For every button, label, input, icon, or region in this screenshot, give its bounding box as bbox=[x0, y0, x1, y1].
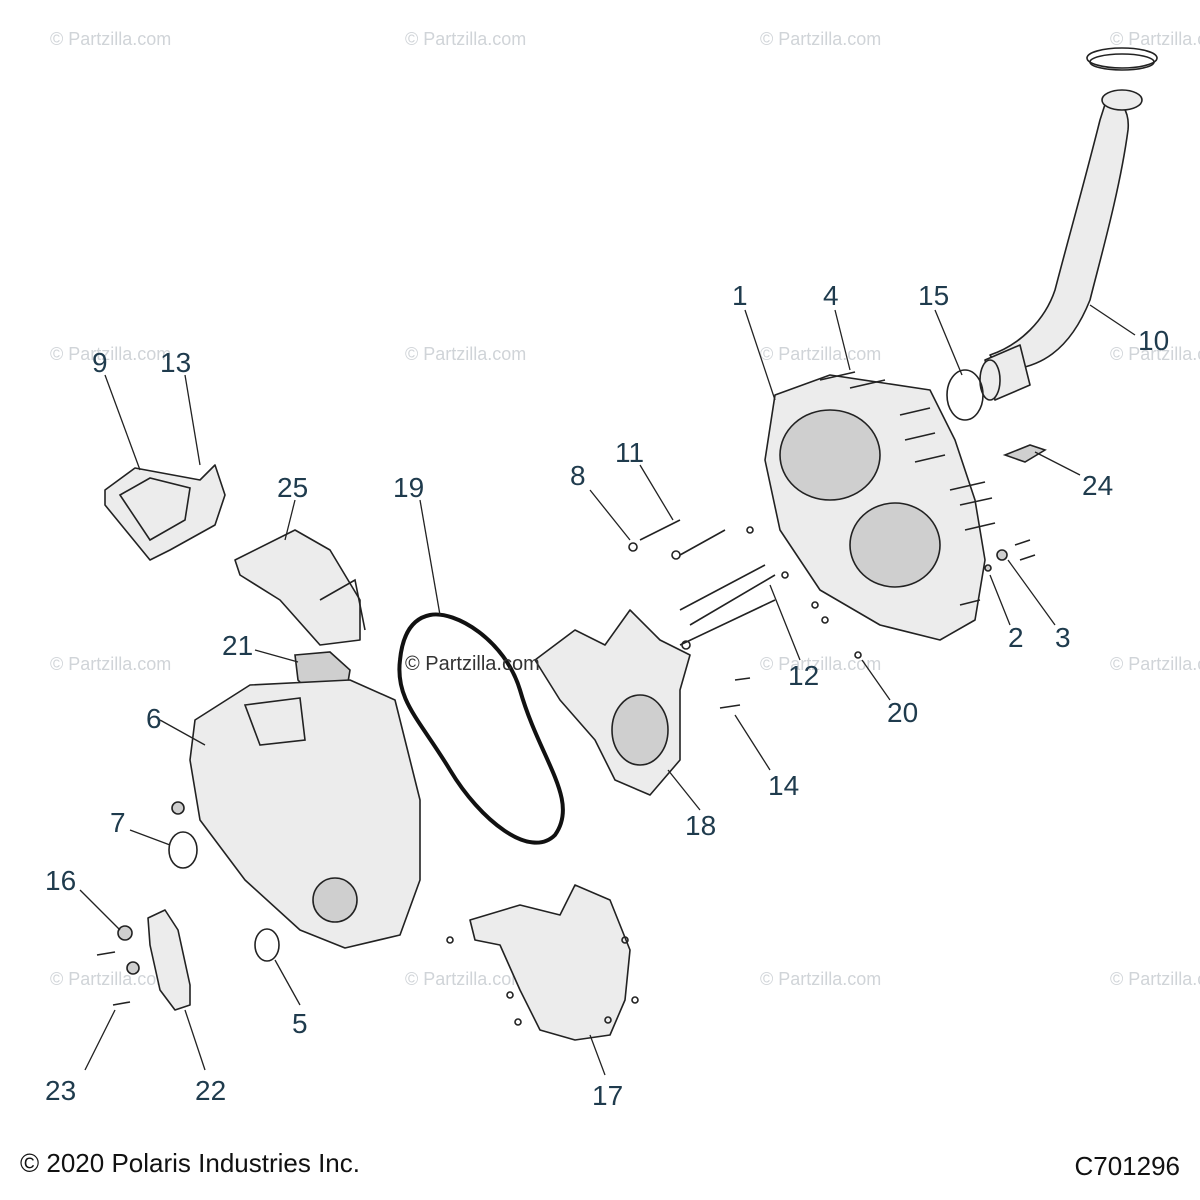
callout-4: 4 bbox=[823, 280, 839, 311]
watermark: © Partzilla.com bbox=[50, 344, 171, 364]
watermark: © Partzilla.com bbox=[1110, 654, 1200, 674]
callout-9: 9 bbox=[92, 347, 108, 378]
watermark: © Partzilla.com bbox=[405, 344, 526, 364]
watermark: © Partzilla.com bbox=[50, 654, 171, 674]
part-intake-duct bbox=[979, 47, 1158, 401]
callout-8: 8 bbox=[570, 460, 586, 491]
part-plug bbox=[171, 801, 185, 815]
watermark: © Partzilla.com bbox=[1110, 344, 1200, 364]
callout-12: 12 bbox=[788, 660, 819, 691]
callout-18: 18 bbox=[685, 810, 716, 841]
watermark: © Partzilla.com bbox=[760, 344, 881, 364]
leader-lines bbox=[79, 304, 1136, 1076]
callout-15: 15 bbox=[918, 280, 949, 311]
callout-11: 11 bbox=[615, 437, 644, 468]
callout-23: 23 bbox=[45, 1075, 76, 1106]
part-o-ring bbox=[168, 831, 198, 869]
watermark: © Partzilla.com bbox=[50, 969, 171, 989]
part-frame-bracket bbox=[104, 464, 226, 561]
watermark: © Partzilla.com bbox=[760, 654, 881, 674]
watermark: © Partzilla.com bbox=[50, 29, 171, 49]
part-air-duct bbox=[234, 529, 366, 646]
callout-24: 24 bbox=[1082, 470, 1113, 501]
watermark: © Partzilla.com bbox=[760, 29, 881, 49]
part-lower-shield bbox=[446, 884, 639, 1041]
small-fasteners bbox=[719, 526, 862, 709]
part-small-shield bbox=[1002, 444, 1047, 463]
long-bolts bbox=[628, 519, 776, 650]
diagram-code: C701296 bbox=[1074, 1151, 1180, 1181]
watermark: © Partzilla.com bbox=[405, 29, 526, 49]
callout-labels: 1 2 3 4 5 6 7 8 9 10 11 12 13 14 15 16 1… bbox=[45, 280, 1169, 1111]
callout-21: 21 bbox=[222, 630, 253, 661]
callout-17: 17 bbox=[592, 1080, 623, 1111]
watermark: © Partzilla.com bbox=[1110, 29, 1200, 49]
part-inner-shield bbox=[534, 609, 691, 796]
callout-16: 16 bbox=[45, 865, 76, 896]
callout-10: 10 bbox=[1138, 325, 1169, 356]
callout-3: 3 bbox=[1055, 622, 1071, 653]
center-watermark: © Partzilla.com bbox=[405, 653, 540, 675]
bolt-group bbox=[819, 371, 1036, 606]
watermark: © Partzilla.com bbox=[405, 969, 526, 989]
copyright-text: © 2020 Polaris Industries Inc. bbox=[20, 1148, 360, 1178]
part-ring bbox=[254, 928, 280, 962]
callout-6: 6 bbox=[146, 703, 162, 734]
part-inner-housing bbox=[189, 679, 421, 949]
callout-1: 1 bbox=[732, 280, 748, 311]
callout-22: 22 bbox=[195, 1075, 226, 1106]
callout-13: 13 bbox=[160, 347, 191, 378]
part-outer-clutch-cover bbox=[764, 374, 986, 641]
callout-2: 2 bbox=[1008, 622, 1024, 653]
watermark: © Partzilla.com bbox=[760, 969, 881, 989]
watermark: © Partzilla.com bbox=[1110, 969, 1200, 989]
callout-19: 19 bbox=[393, 472, 424, 503]
callout-5: 5 bbox=[292, 1008, 308, 1039]
callout-20: 20 bbox=[887, 697, 918, 728]
callout-25: 25 bbox=[277, 472, 308, 503]
watermark-layer: © Partzilla.com © Partzilla.com © Partzi… bbox=[50, 29, 1200, 989]
callout-14: 14 bbox=[768, 770, 799, 801]
part-clamp bbox=[946, 369, 984, 421]
part-mount-bracket bbox=[96, 909, 191, 1011]
callout-7: 7 bbox=[110, 807, 126, 838]
part-drive-belt bbox=[397, 612, 565, 845]
